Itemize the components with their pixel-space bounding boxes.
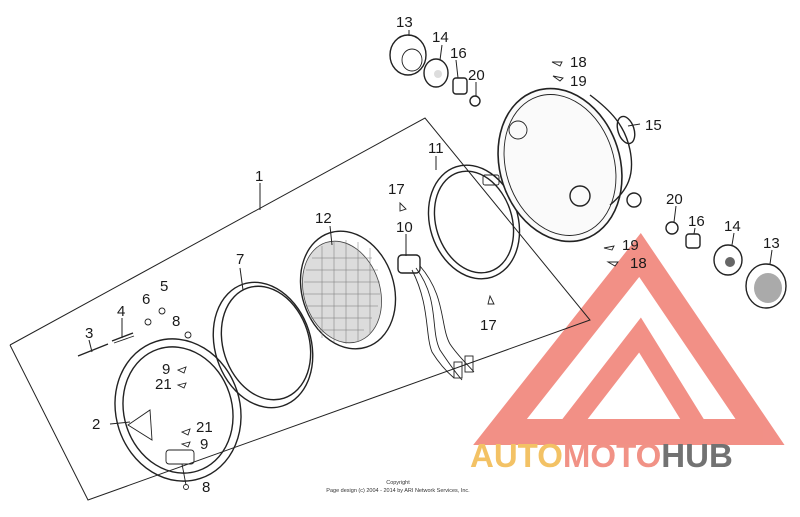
callout-19-right: 19 [622,237,639,254]
screw-4 [111,332,135,344]
callout-1: 1 [255,168,263,185]
callout-7: 7 [236,251,244,268]
watermark-hub: HUB [661,437,733,474]
callouts: 1 2 3 4 5 6 7 8 8 9 9 10 11 12 13 13 14 … [85,14,780,496]
callout-5: 5 [160,278,168,295]
callout-13-top: 13 [396,14,413,31]
callout-11: 11 [428,140,444,157]
callout-14-right: 14 [724,218,741,235]
callout-9-bottom: 9 [200,436,208,453]
nut-20-top [469,95,481,107]
callout-2: 2 [92,416,100,433]
callout-15: 15 [645,117,662,134]
screw-3 [77,343,109,357]
sealing-ring [212,281,314,409]
copyright-line2: Page design (c) 2004 - 2014 by ARI Netwo… [326,488,470,494]
headlight-rim [114,338,242,490]
bolt-5-6 [144,307,192,339]
callout-18-right: 18 [630,255,647,272]
watermark-moto: MOTO [563,437,661,474]
callout-10: 10 [396,219,413,236]
screws-18-19-right [603,245,619,267]
callout-20-right: 20 [666,191,683,208]
automotohub-logo: AUTOMOTOHUB [470,233,785,474]
callout-13-right: 13 [763,235,780,252]
adjusting-screws-9-21 [176,366,191,448]
watermark-auto: AUTO [470,437,563,474]
copyright-line1: Copyright [386,480,410,486]
screws-17 [399,201,495,305]
copyright-notice: Copyright Page design (c) 2004 - 2014 by… [326,480,470,494]
callout-12: 12 [315,210,332,227]
callout-14-top: 14 [432,29,449,46]
callout-16-right: 16 [688,213,705,230]
nut-20-right [665,221,679,235]
reflector-13-top [389,34,427,76]
cover-14-top [423,58,449,88]
leader-lines [88,30,773,425]
bulb-16-top [452,77,468,95]
assembly-frame [9,117,591,501]
callout-17-top: 17 [388,181,405,198]
callout-16-top: 16 [450,45,467,62]
socket-wiring [397,254,475,381]
headlight-case [497,87,642,243]
callout-6: 6 [142,291,150,308]
callout-4: 4 [117,303,125,320]
bulb-16-right [685,233,701,249]
callout-8-top: 8 [172,313,180,330]
callout-18-top: 18 [570,54,587,71]
cover-14-right [713,244,743,276]
callout-9-top: 9 [162,361,170,378]
callout-8-bottom: 8 [202,479,210,496]
watermark-triangle-inner [544,317,718,442]
callout-21-top: 21 [155,376,172,393]
callout-20-top: 20 [468,67,485,84]
screws-18-19-top [551,61,564,82]
svg-text:AUTOMOTOHUB: AUTOMOTOHUB [470,437,733,474]
reflector-13-right [745,263,787,309]
sealed-beam-unit [299,230,397,350]
callout-3: 3 [85,325,93,342]
callout-17-bottom: 17 [480,317,497,334]
callout-21-bottom: 21 [196,419,213,436]
callout-19-top: 19 [570,73,587,90]
